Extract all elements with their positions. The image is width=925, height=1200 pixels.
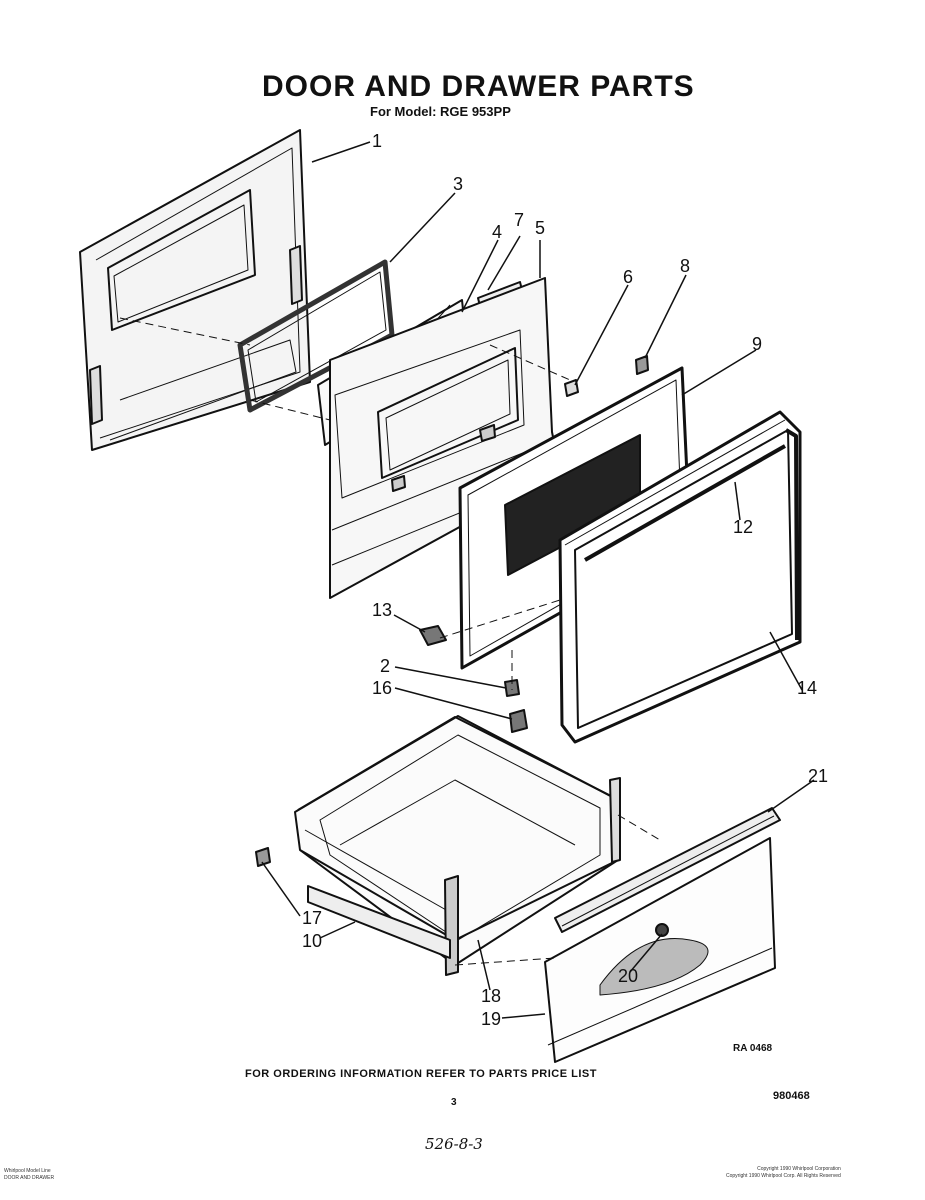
page-title: DOOR AND DRAWER PARTS bbox=[262, 70, 695, 103]
callout-4: 4 bbox=[492, 222, 502, 242]
reference-code: RA 0468 bbox=[733, 1043, 773, 1054]
callout-1: 1 bbox=[372, 131, 382, 151]
callout-18: 18 bbox=[481, 986, 501, 1006]
drawer-rail bbox=[554, 807, 781, 933]
handwritten-note: 526-8-3 bbox=[425, 1135, 483, 1153]
callout-20: 20 bbox=[618, 966, 638, 986]
fine-print-left: Whirlpool Model Line DOOR AND DRAWER bbox=[4, 1168, 54, 1182]
hinge-part-13 bbox=[419, 625, 447, 646]
door-gasket bbox=[237, 259, 395, 413]
callout-13: 13 bbox=[372, 600, 392, 620]
callout-10: 10 bbox=[302, 931, 322, 951]
fine-print-right: Copyright 1990 Whirlpool Corporation Cop… bbox=[726, 1166, 841, 1180]
callout-2: 2 bbox=[380, 656, 390, 676]
callout-14: 14 bbox=[797, 678, 817, 698]
inner-door-panel bbox=[79, 129, 311, 451]
callout-3: 3 bbox=[453, 174, 463, 194]
ordering-note: FOR ORDERING INFORMATION REFER TO PARTS … bbox=[245, 1068, 597, 1080]
hinge-part-2 bbox=[504, 679, 520, 697]
page-number: 3 bbox=[451, 1097, 457, 1108]
callout-9: 9 bbox=[752, 334, 762, 354]
model-subtitle: For Model: RGE 953PP bbox=[370, 104, 511, 119]
hinge-part-16 bbox=[509, 709, 528, 733]
callout-21: 21 bbox=[808, 766, 828, 786]
leader-lines bbox=[261, 141, 815, 1019]
drawer-body bbox=[255, 715, 621, 976]
callout-7: 7 bbox=[514, 210, 524, 230]
fine-print-right-line2: Copyright 1990 Whirlpool Corp. All Right… bbox=[726, 1173, 841, 1179]
callout-17: 17 bbox=[302, 908, 322, 928]
callout-5: 5 bbox=[535, 218, 545, 238]
drawer-front bbox=[544, 837, 776, 1063]
clip-part-8 bbox=[635, 355, 649, 375]
document-number: 980468 bbox=[773, 1090, 810, 1102]
callout-8: 8 bbox=[680, 256, 690, 276]
fine-print-left-line2: DOOR AND DRAWER bbox=[4, 1175, 55, 1181]
callout-16: 16 bbox=[372, 678, 392, 698]
callout-6: 6 bbox=[623, 267, 633, 287]
fine-print-right-line1: Copyright 1990 Whirlpool Corporation bbox=[757, 1166, 841, 1172]
callout-19: 19 bbox=[481, 1009, 501, 1029]
fine-print-left-line1: Whirlpool Model Line bbox=[4, 1168, 51, 1174]
assembly-guides bbox=[119, 317, 661, 966]
callout-12: 12 bbox=[733, 517, 753, 537]
door-frame bbox=[558, 410, 802, 744]
